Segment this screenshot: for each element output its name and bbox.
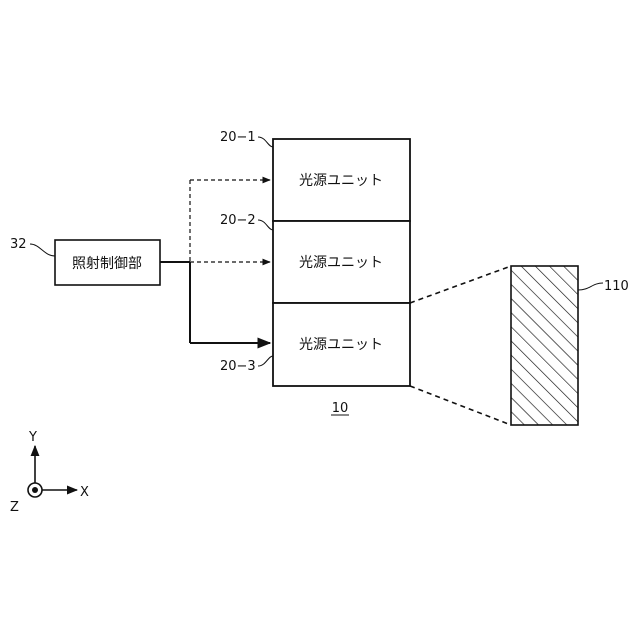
- unit-ref-2: 20−2: [220, 213, 256, 228]
- target-ref: 110: [604, 279, 629, 294]
- unit-ref-2-leader: [258, 220, 273, 230]
- target-box: [511, 266, 578, 425]
- controller-label: 照射制御部: [72, 256, 142, 272]
- light-source-stack: 光源ユニット 光源ユニット 光源ユニット 20−1 20−2 20−3 10: [220, 130, 410, 416]
- controller-ref: 32: [10, 237, 27, 252]
- projection-lines: [410, 266, 511, 425]
- coordinate-axes: Y X Z: [10, 430, 89, 515]
- unit-ref-1-leader: [258, 137, 273, 147]
- unit-ref-3: 20−3: [220, 359, 256, 374]
- axis-y-label: Y: [28, 430, 37, 445]
- assembly-ref: 10: [332, 401, 349, 416]
- signal-lines: [160, 180, 270, 343]
- unit-label-2: 光源ユニット: [299, 255, 383, 271]
- unit-ref-1: 20−1: [220, 130, 256, 145]
- axis-z-label: Z: [10, 500, 19, 515]
- controller-leader: [30, 244, 55, 256]
- unit-label-1: 光源ユニット: [299, 173, 383, 189]
- controller-block: 照射制御部 32: [10, 237, 160, 285]
- target-leader: [578, 283, 603, 290]
- unit-label-3: 光源ユニット: [299, 337, 383, 353]
- axis-x-label: X: [80, 485, 89, 500]
- unit-ref-3-leader: [258, 356, 273, 366]
- z-axis-dot: [32, 487, 38, 493]
- irradiation-target: 110: [511, 266, 629, 425]
